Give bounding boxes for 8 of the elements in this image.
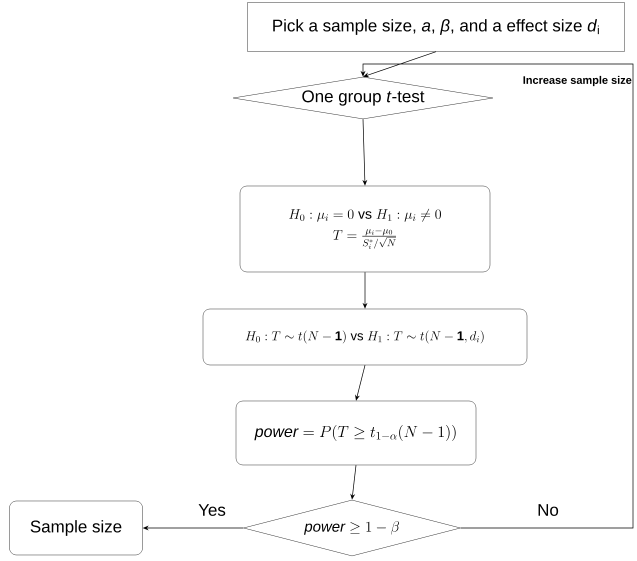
process-box: Sample size xyxy=(9,500,143,556)
process-box: $H_0 : T \sim t(N-\mathbf{1}) \mathrm{\ vs\ } H_1 : T \sim t(N-\mathbf{1}, d_i)$ xyxy=(202,308,528,366)
process-box: Pick a sample size, a, β, and a effect size d$_{i}$ xyxy=(247,2,625,52)
process-box: $\mathit{power} = P(T \geq t_{1-\alpha}(N-1))$ xyxy=(236,400,476,466)
note-label: Increase sample size xyxy=(524,76,632,86)
process-box: $H_0 : \mu_i = 0 \mathrm{\ vs\ } H_1 : \mu_i \neq 0$ $T = \frac{\mu_i - \mu_0}{S_i^* / \sqrt{N}}$ xyxy=(240,186,490,272)
edge-label: No xyxy=(536,503,560,517)
edge-label: Yes xyxy=(197,503,227,517)
